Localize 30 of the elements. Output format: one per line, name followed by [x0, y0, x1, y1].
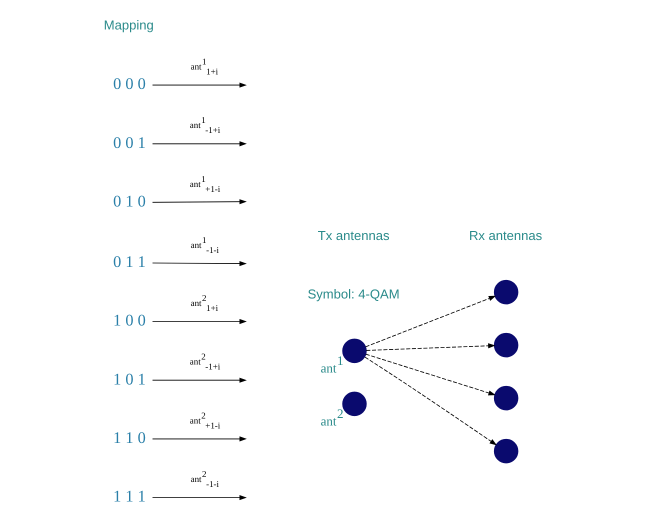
- node-text: 0 1 0: [112, 192, 146, 211]
- arrow: [152, 261, 246, 266]
- node-text: 1 0 1: [112, 369, 146, 388]
- arrow: [364, 356, 496, 446]
- node-text: 1 0 0: [112, 310, 146, 330]
- arrow: [152, 141, 246, 146]
- node-circle: [493, 280, 518, 304]
- label: Symbol: 4-QAM: [307, 286, 400, 302]
- arrow: [364, 354, 496, 396]
- arrow: [152, 318, 246, 324]
- node-circle: [342, 392, 366, 416]
- arrow: [152, 495, 246, 500]
- arrow: [152, 82, 246, 88]
- node-text: 1 1 0: [112, 428, 146, 447]
- node-text: 0 0 0: [112, 74, 146, 94]
- node-circle: [493, 438, 518, 464]
- arrow: [365, 343, 495, 351]
- label: Rx antennas: [468, 228, 542, 243]
- node-text: 0 1 1: [112, 252, 146, 271]
- node-text: 1 1 1: [112, 486, 146, 506]
- arrow: [364, 296, 496, 348]
- arrow: [152, 378, 246, 383]
- node-circle: [493, 386, 518, 410]
- arrow: [152, 436, 246, 442]
- label: Mapping: [103, 17, 154, 32]
- node-circle: [342, 338, 366, 364]
- label: Tx antennas: [317, 228, 390, 243]
- node-text: 0 0 1: [112, 132, 146, 152]
- node-circle: [493, 332, 518, 358]
- arrow: [152, 199, 246, 204]
